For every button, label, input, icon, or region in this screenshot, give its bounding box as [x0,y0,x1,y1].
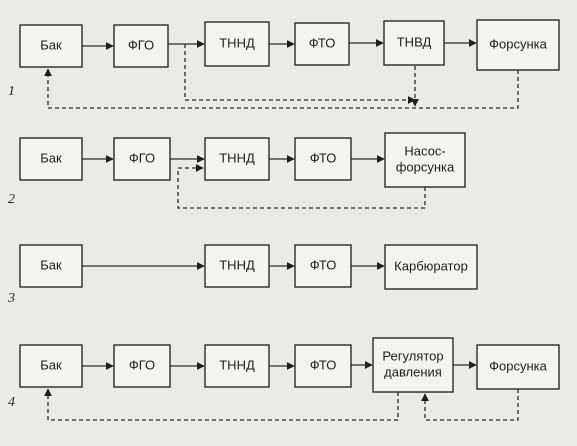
node-r1-bak: Бак [19,24,83,68]
edge-r4-forsunka-to-r4-reg [421,389,519,421]
node-r4-thnd: ТННД [204,344,270,388]
node-box [204,21,270,67]
row-number-4: 4 [8,395,15,410]
edges-layer [44,39,519,421]
node-box [19,24,83,68]
node-label: ТННД [219,257,255,272]
node-label: ТННД [219,357,255,372]
node-r1-thnd: ТННД [204,21,270,67]
node-label: ФТО [310,257,337,272]
edge-r4-reg-to-r4-bak [44,388,399,421]
node-r1-fgo: ФГО [113,24,169,68]
node-r2-fgo: ФГО [113,137,171,181]
node-label: ФТО [309,35,336,50]
node-box [113,24,169,68]
node-r4-fgo: ФГО [113,344,171,388]
node-label: ТНВД [397,34,432,49]
node-r2-nasos: Насос-форсунка [384,132,466,188]
node-label: Регулятор [382,348,443,363]
node-label: Бак [40,150,62,165]
node-box [384,244,478,290]
node-box [294,244,352,288]
node-r2-thnd: ТННД [204,137,270,181]
node-r1-forsunka: Форсунка [476,19,560,71]
node-label: ФГО [129,150,155,165]
node-box [372,337,454,393]
node-label: ФТО [310,150,337,165]
edge-r1-thnd-to-r1-bak [184,44,416,104]
node-box [19,244,83,288]
node-box [204,344,270,388]
node-label: ТННД [219,150,255,165]
node-box [204,137,270,181]
node-box [294,137,352,181]
node-box [113,344,171,388]
row-numbers-layer: 1 2 3 4 [7,84,15,410]
node-r3-fto: ФТО [294,244,352,288]
node-box [204,244,270,288]
node-r3-karb: Карбюратор [384,244,478,290]
node-box [384,132,466,188]
node-r4-forsunka: Форсунка [476,344,560,390]
node-label: давления [384,364,442,379]
node-label: Бак [40,257,62,272]
node-label: Карбюратор [394,258,468,273]
node-label: ФГО [129,357,155,372]
node-label: Форсунка [489,36,547,51]
node-label: Насос- [404,143,445,158]
node-label: ТННД [219,35,255,50]
node-label: форсунка [396,159,455,174]
node-r2-bak: Бак [19,137,83,181]
node-box [294,22,350,66]
node-label: ФТО [310,357,337,372]
node-r4-fto: ФТО [294,344,352,388]
row-number-1: 1 [8,84,15,99]
row-number-3: 3 [7,291,15,306]
node-box [294,344,352,388]
node-box [476,344,560,390]
edge-r2-nasos-to-r2-thnd [177,164,426,209]
node-label: Бак [40,37,62,52]
node-label: ФГО [128,37,154,52]
node-r4-bak: Бак [19,344,83,388]
node-box [19,137,83,181]
edge-r1-forsunka-to-r1-bak [44,68,519,109]
node-box [383,20,445,66]
node-r1-fto: ФТО [294,22,350,66]
node-box [113,137,171,181]
node-r3-bak: Бак [19,244,83,288]
node-box [19,344,83,388]
row-number-2: 2 [8,192,15,207]
node-r1-tnvd: ТНВД [383,20,445,66]
node-r3-thnd: ТННД [204,244,270,288]
node-r2-fto: ФТО [294,137,352,181]
node-label: Бак [40,357,62,372]
node-box [476,19,560,71]
node-label: Форсунка [489,358,547,373]
